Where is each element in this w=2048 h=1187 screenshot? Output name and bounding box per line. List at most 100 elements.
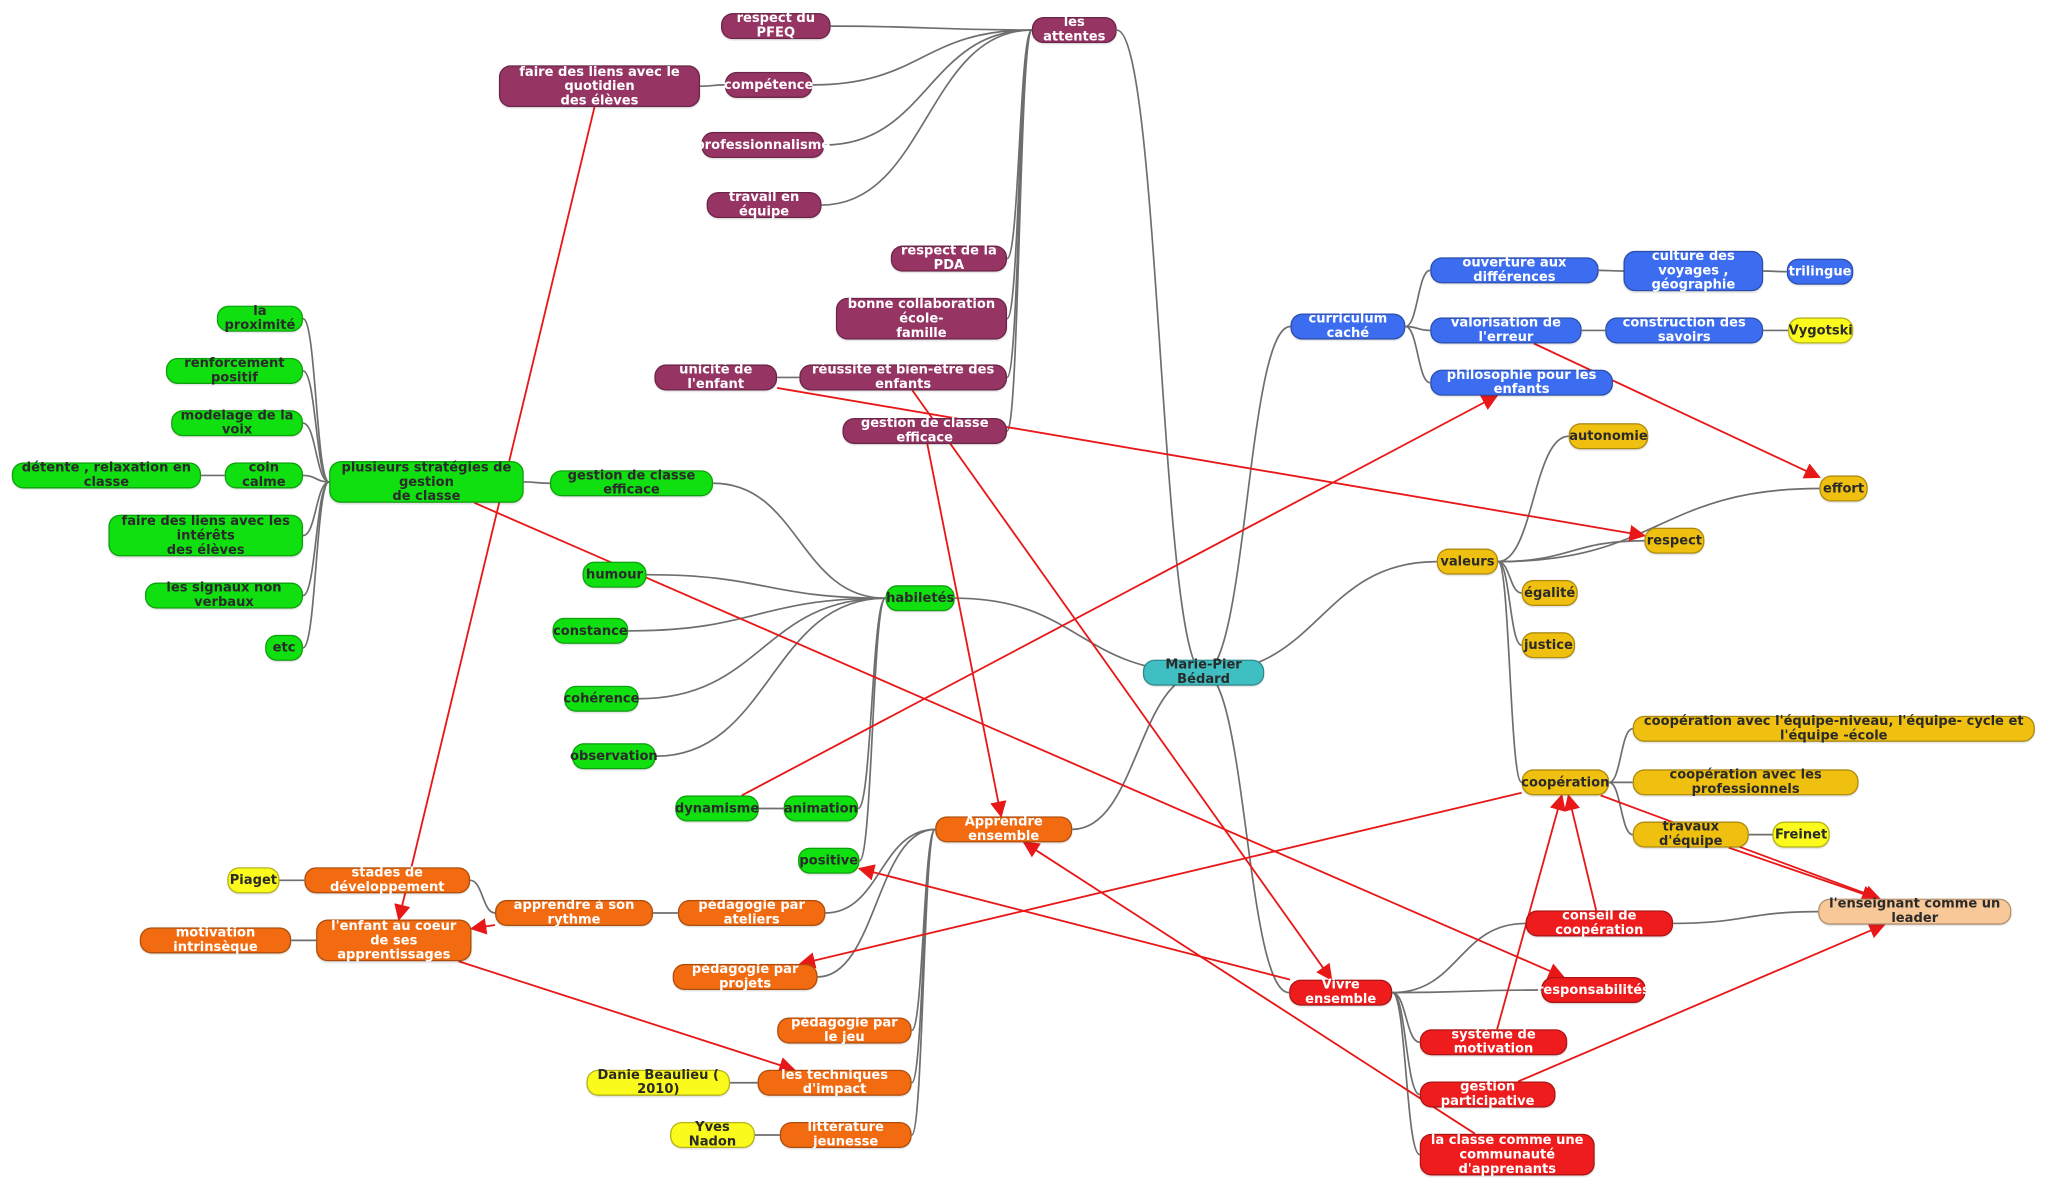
connector-strategies-renforcement [302,370,330,483]
relationship-arrow-valorisation-effort[interactable] [1533,342,1821,479]
subtopic-humour[interactable]: humour [582,561,647,588]
subtopic-competence[interactable]: compétence [724,71,813,98]
subtopic-effort[interactable]: effort [1819,475,1868,502]
relationship-arrow-travaux-leader[interactable] [1728,846,1879,902]
subtopic-pedagogie-par-ateliers[interactable]: pédagogie par ateliers [677,899,826,927]
subtopic-motivation-intrinseque[interactable]: motivation intrinsèque [139,926,292,955]
subtopic-cooperation-professionnels[interactable]: coopération avec les professionnels [1632,768,1859,797]
subtopic-dynamisme[interactable]: dynamisme [675,795,759,822]
relationship-arrow-strategies-responsabilites[interactable] [474,502,1565,979]
subtopic-bonne-collaboration[interactable]: bonne collaboration école- famille [835,297,1008,340]
subtopic-unicite-de-l-enfant[interactable]: unicité de l'enfant [654,363,778,392]
relationship-arrow-rythme-coeur[interactable] [469,918,496,935]
topic-les-attentes[interactable]: les attentes [1031,16,1117,44]
connector-apprendre-impact [910,828,936,1084]
subtopic-respect-de-la-pda[interactable]: respect de la PDA [890,244,1008,273]
subtopic-la-proximite[interactable]: la proximité [216,304,304,333]
subtopic-respect[interactable]: respect [1644,527,1705,554]
subtopic-valorisation-de-l-erreur[interactable]: valorisation de l'erreur [1430,316,1582,345]
subtopic-liens-interets[interactable]: faire des liens avec les intérêts des él… [108,514,304,557]
subtopic-coherence[interactable]: cohérence [563,685,639,712]
relationship-arrow-conseil-cooperation[interactable] [1563,793,1598,911]
relationship-arrow-coeur-impact[interactable] [458,960,796,1073]
subtopic-etc[interactable]: etc [265,634,304,661]
subtopic-responsabilites[interactable]: responsabilités [1537,976,1650,1004]
subtopic-cooperation[interactable]: coopération [1521,769,1609,796]
subtopic-pedagogie-par-projets[interactable]: pédagogie par projets [672,963,818,991]
subtopic-observation[interactable]: observation [570,743,658,770]
subtopic-enfant-au-coeur[interactable]: l'enfant au coeur de ses apprentissages [316,919,472,962]
subtopic-apprendre-a-son-rythme[interactable]: apprendre à son rythme [495,899,654,927]
connector-rythme-stades [469,879,496,914]
subtopic-culture-des-voyages[interactable]: culture des voyages , géographie [1623,249,1764,293]
subtopic-plusieurs-strategies[interactable]: plusieurs stratégies de gestion de class… [329,460,524,504]
topic-vivre-ensemble[interactable]: Vivre ensemble [1289,978,1393,1007]
subtopic-renforcement-positif[interactable]: renforcement positif [165,357,304,385]
subtopic-pedagogie-par-le-jeu[interactable]: pédagogie par le jeu [777,1016,912,1045]
subtopic-constance[interactable]: constance [552,617,629,644]
subtopic-animation[interactable]: animation [783,795,859,822]
relationship-arrow-communaute-apprendre[interactable] [1022,841,1476,1135]
reference-piaget[interactable]: Piaget [227,867,280,894]
connector-attentes-professionnalisme [824,29,1032,146]
subtopic-trilingue[interactable]: trilingue [1786,258,1854,285]
relationship-arrow-gestion_att-apprendre[interactable] [926,443,1007,818]
subtopic-cooperation-equipes[interactable]: coopération avec l'équipe-niveau, l'équi… [1632,714,2035,743]
subtopic-systeme-de-motivation[interactable]: système de motivation [1419,1028,1568,1057]
connector-valeurs-cooperation [1497,560,1523,784]
connector-valeurs-autonomie [1497,435,1569,563]
relationship-arrow-gestion_part-leader[interactable] [1517,922,1886,1083]
subtopic-conseil-de-cooperation[interactable]: conseil de coopération [1525,909,1674,938]
connector-attentes-collaboration [1006,29,1033,320]
topic-curriculum-cache[interactable]: curriculum caché [1290,312,1406,341]
connector-attentes-competence [812,29,1032,86]
subtopic-gestion-participative[interactable]: gestion participative [1419,1080,1556,1109]
relationship-arrow-reussite-vivre[interactable] [911,389,1333,981]
subtopic-ouverture-aux-differences[interactable]: ouverture aux différences [1430,256,1599,285]
subtopic-stades-de-developpement[interactable]: stades de développement [304,866,471,895]
relationship-arrow-unicite-respect[interactable] [776,387,1647,542]
subtopic-signaux-non-verbaux[interactable]: les signaux non verbaux [144,581,304,610]
subtopic-litterature-jeunesse[interactable]: littérature jeunesse [779,1121,912,1149]
connector-habiletes-positive [858,597,887,862]
connector-strategies-etc [302,481,330,649]
subtopic-coin-calme[interactable]: coin calme [224,461,304,490]
relationship-arrow-vivre-positive[interactable] [857,864,1291,981]
reference-freinet[interactable]: Freinet [1772,821,1830,848]
topic-apprendre-ensemble[interactable]: Apprendre ensemble [935,815,1073,844]
subtopic-reussite-bien-etre[interactable]: réussite et bien-être des enfants [799,363,1008,392]
reference-vygotski[interactable]: Vygotski [1788,317,1854,344]
subtopic-detente-relaxation[interactable]: détente , relaxation en classe [11,461,202,490]
subtopic-travaux-d-equipe[interactable]: travaux d'équipe [1632,820,1749,849]
subtopic-faire-des-liens-quotidien[interactable]: faire des liens avec le quotidien des él… [498,65,701,108]
subtopic-justice[interactable]: justice [1521,632,1576,659]
topic-valeurs[interactable]: valeurs [1436,548,1499,575]
connector-gestion_hab-strategies [523,481,550,485]
subtopic-classe-communaute[interactable]: la classe comme une communauté d'apprena… [1419,1133,1595,1176]
subtopic-gestion-de-classe-efficace[interactable]: gestion de classe efficace [842,417,1008,445]
subtopic-autonomie[interactable]: autonomie [1568,423,1649,450]
subtopic-modelage-de-la-voix[interactable]: modelage de la voix [171,409,304,438]
reference-yves-nadon[interactable]: Yves Nadon [670,1121,755,1149]
subtopic-gestion-de-classe-efficace-2[interactable]: gestion de classe efficace [549,469,714,498]
subtopic-techniques-d-impact[interactable]: les techniques d'impact [757,1068,912,1097]
subtopic-construction-des-savoirs[interactable]: construction des savoirs [1605,316,1764,345]
subtopic-egalite[interactable]: égalité [1521,579,1578,607]
central-topic[interactable]: Marie-Pier Bédard [1142,658,1265,687]
subtopic-enseignant-leader[interactable]: l'enseignant comme un leader [1818,897,2012,926]
connector-attentes-gestion_att [1006,29,1033,432]
topic-habiletes[interactable]: habiletés [885,585,955,612]
subtopic-respect-du-pfeq[interactable]: respect du PFEQ [720,12,831,40]
connector-habiletes-humour [646,573,886,600]
relationship-arrow-dynamisme-philosophie[interactable] [741,394,1499,797]
subtopic-positive[interactable]: positive [798,847,860,874]
subtopic-professionnalisme[interactable]: professionnalisme [695,131,830,159]
connector-habiletes-coherence [638,597,886,700]
reference-danie-beaulieu[interactable]: Danie Beaulieu ( 2010) [586,1068,731,1097]
connector-cooperation-travaux [1608,781,1633,836]
subtopic-philosophie-pour-les-enfants[interactable]: philosophie pour les enfants [1430,368,1614,397]
connector-central-valeurs [1203,560,1437,674]
relationship-arrow-cooperation-projets[interactable] [798,791,1522,969]
subtopic-travail-en-equipe[interactable]: travail en équipe [706,191,822,219]
